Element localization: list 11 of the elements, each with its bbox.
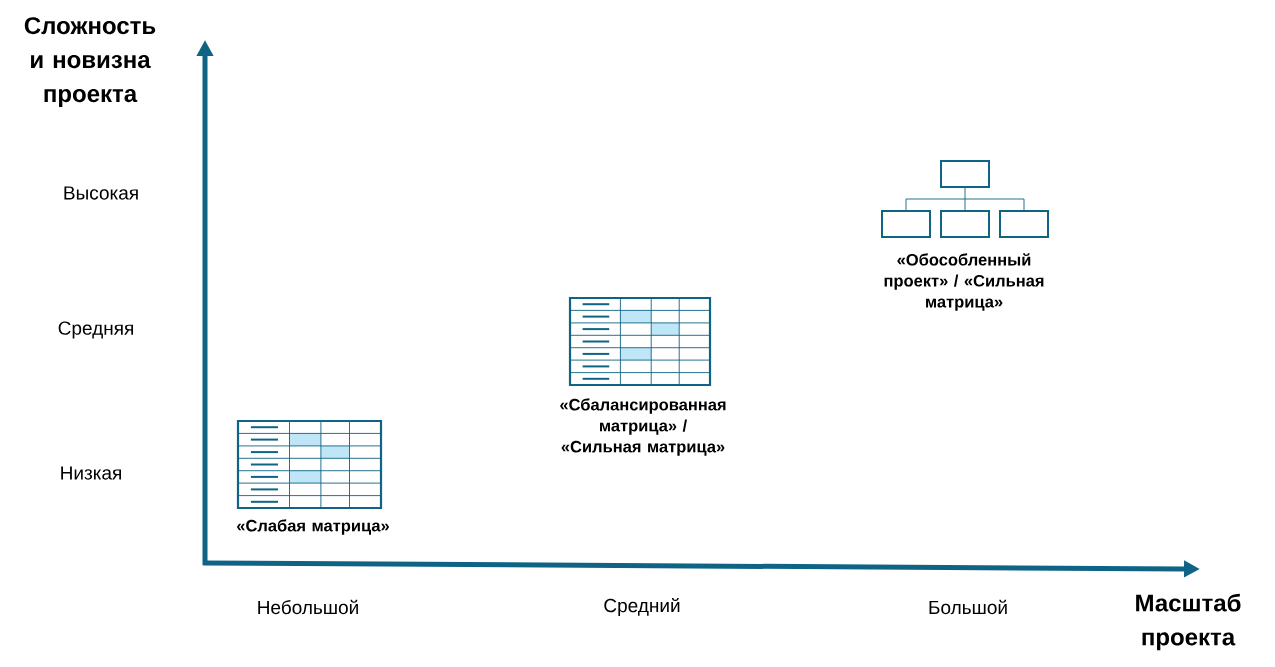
tick-label: Низкая — [61, 466, 121, 480]
icon-caption: «Сбалансированная матрица» / «Сильная матрица» — [560, 398, 726, 456]
tick-label: Средний — [604, 598, 680, 616]
tick-label: Высокая — [64, 186, 138, 200]
icon-caption: «Обособленный проект» / «Сильная матрица» — [884, 253, 1044, 311]
tick-label: Небольшой — [258, 599, 358, 615]
axis-title: Сложность и новизна проекта — [24, 17, 156, 107]
icon-caption: «Слабая матрица» — [237, 519, 389, 535]
tick-label: Большой — [929, 599, 1007, 615]
axis-title: Масштаб проекта — [1136, 593, 1241, 651]
tick-label: Средняя — [58, 321, 133, 339]
